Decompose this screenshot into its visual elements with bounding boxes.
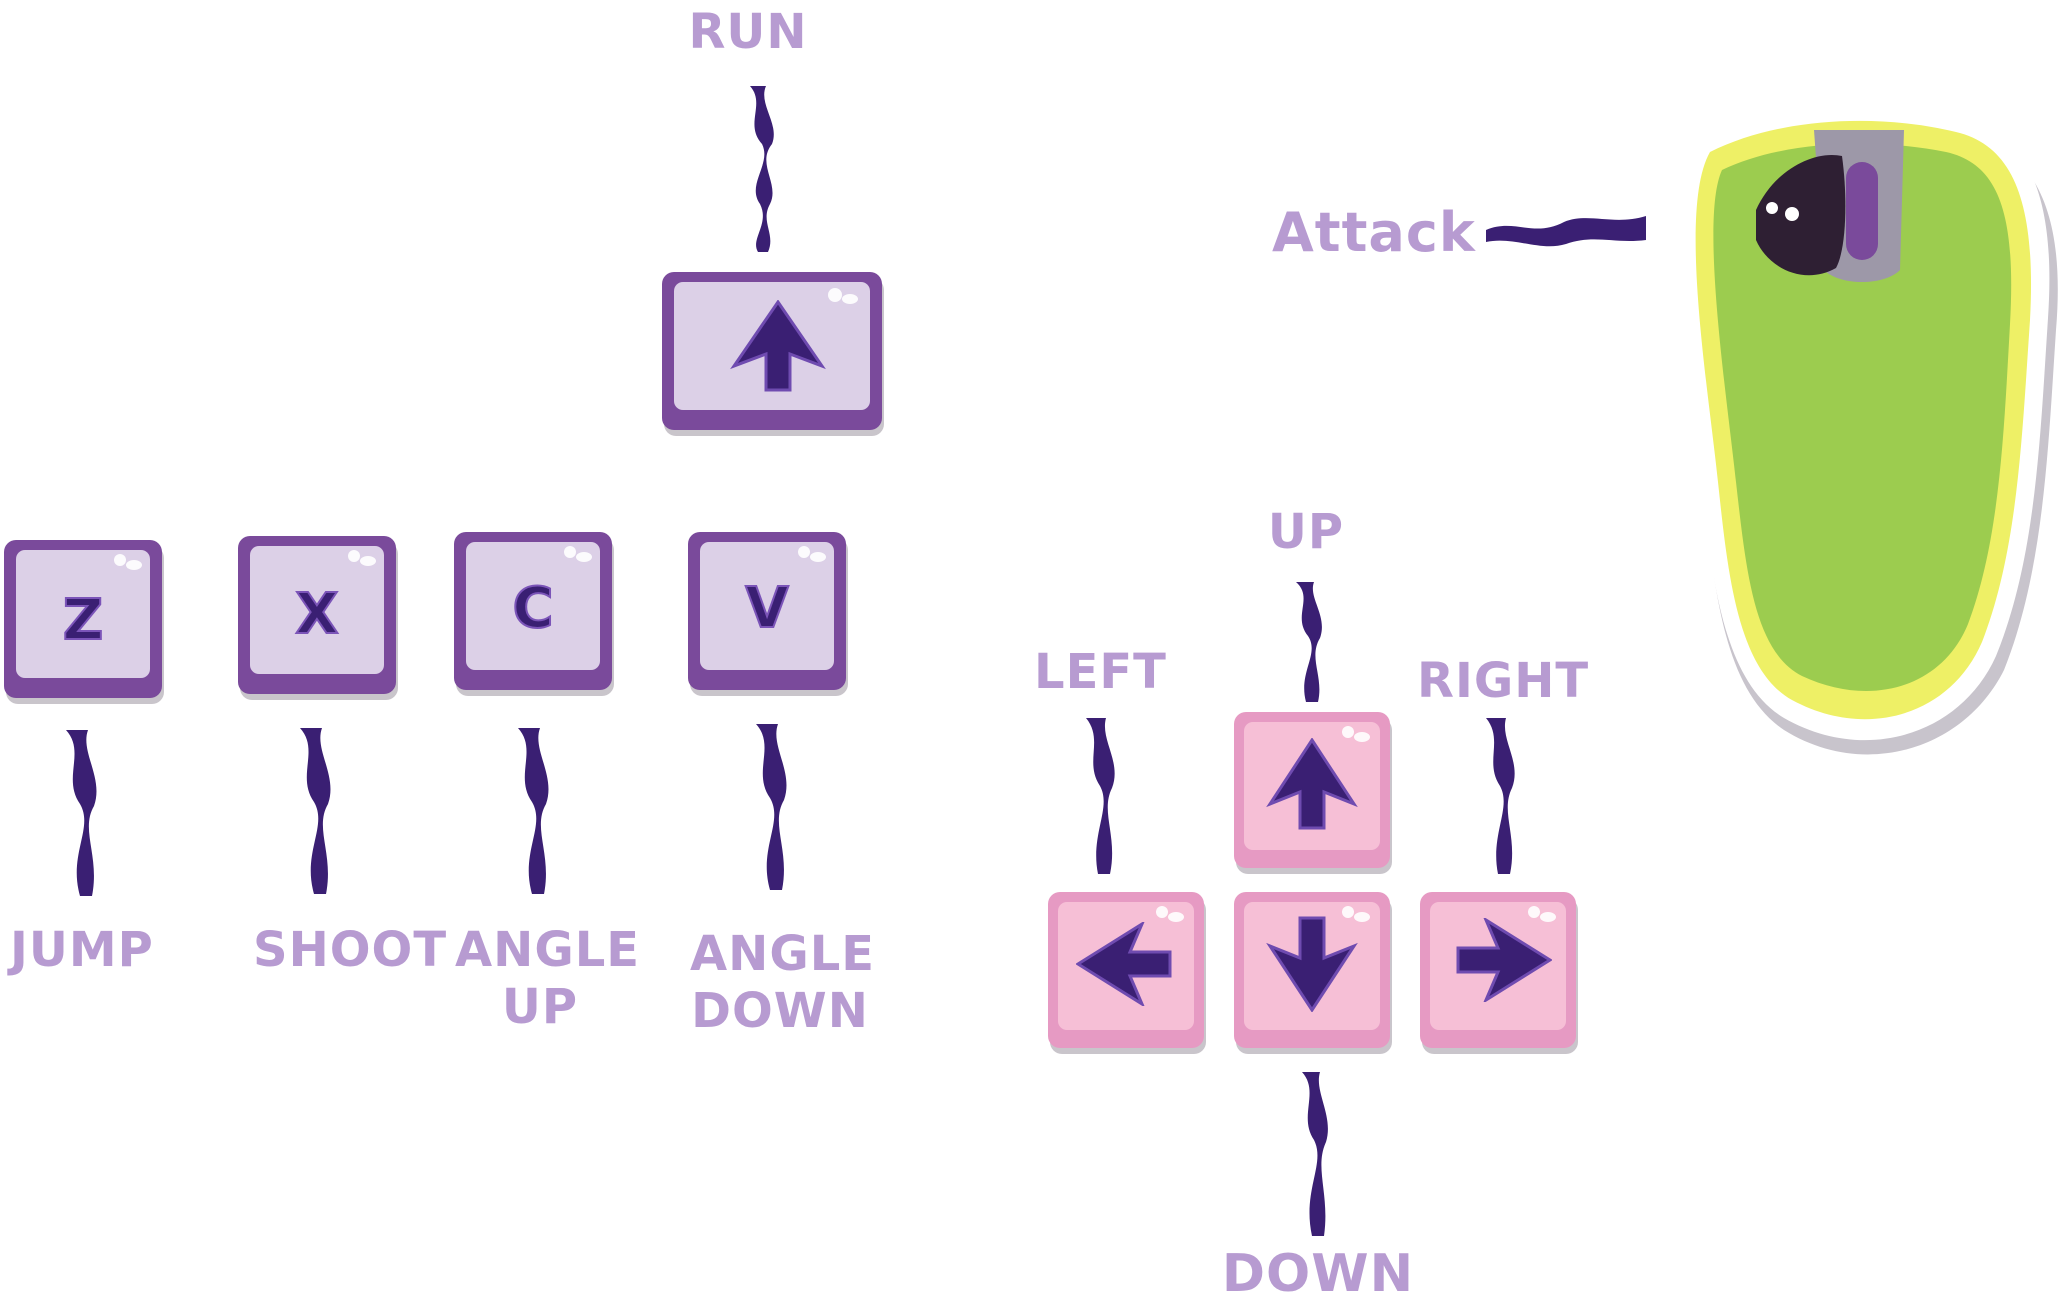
arrow-down-icon bbox=[1266, 916, 1358, 1012]
label-angle-down: ANGLE DOWN bbox=[690, 926, 876, 1039]
label-attack: Attack bbox=[1272, 201, 1476, 264]
key-z[interactable]: Z bbox=[4, 540, 162, 698]
label-shoot: SHOOT bbox=[253, 922, 448, 978]
mouse-icon bbox=[1678, 105, 2058, 755]
label-right: RIGHT bbox=[1417, 653, 1590, 709]
brush-stroke-shoot bbox=[300, 728, 331, 894]
key-arrow-up[interactable] bbox=[1234, 712, 1390, 868]
key-arrow-down[interactable] bbox=[1234, 892, 1390, 1048]
label-down: DOWN bbox=[1221, 1244, 1415, 1304]
arrow-left-icon bbox=[1076, 922, 1172, 1006]
key-x-label: X bbox=[294, 581, 339, 648]
brush-stroke-attack bbox=[1486, 216, 1646, 247]
key-arrow-right[interactable] bbox=[1420, 892, 1576, 1048]
key-arrow-left[interactable] bbox=[1048, 892, 1204, 1048]
key-run[interactable] bbox=[662, 272, 882, 430]
key-z-label: Z bbox=[62, 587, 105, 654]
arrow-up-icon bbox=[1266, 738, 1358, 830]
label-jump: JUMP bbox=[10, 922, 154, 978]
arrow-up-icon bbox=[730, 300, 826, 392]
key-v-label: V bbox=[744, 575, 789, 642]
brush-stroke-angle-up bbox=[518, 728, 549, 894]
brush-stroke-left bbox=[1086, 718, 1115, 874]
brush-stroke-jump bbox=[66, 730, 97, 896]
key-x[interactable]: X bbox=[238, 536, 396, 694]
key-c-label: C bbox=[511, 575, 554, 642]
brush-stroke-angle-down bbox=[756, 724, 787, 890]
key-c[interactable]: C bbox=[454, 532, 612, 690]
label-up: UP bbox=[1267, 504, 1345, 560]
label-run: RUN bbox=[688, 4, 808, 60]
arrow-right-icon bbox=[1456, 918, 1552, 1002]
key-v[interactable]: V bbox=[688, 532, 846, 690]
brush-stroke-right bbox=[1486, 718, 1515, 874]
brush-stroke-down bbox=[1302, 1072, 1328, 1236]
brush-stroke-up bbox=[1296, 582, 1322, 702]
label-left: LEFT bbox=[1034, 644, 1167, 700]
label-angle-up: ANGLE UP bbox=[455, 922, 641, 1035]
brush-stroke-run bbox=[750, 86, 774, 252]
